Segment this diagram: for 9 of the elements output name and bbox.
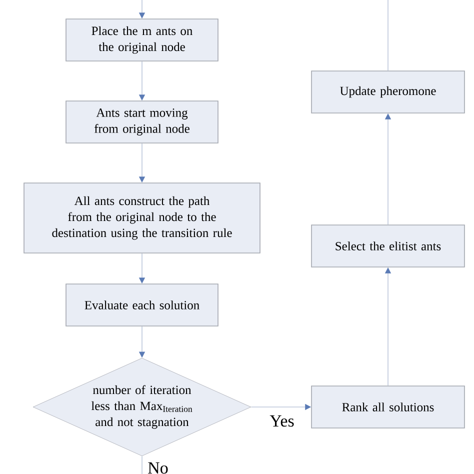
process-box: Place the m ants on the original node <box>66 18 218 62</box>
edge-label: Yes <box>268 414 296 428</box>
edge-label: No <box>146 461 170 474</box>
process-box: Rank all solutions <box>311 386 465 428</box>
process-box: Ants start moving from original node <box>66 100 218 144</box>
process-box: Select the elitist ants <box>311 224 465 268</box>
process-box: Update pheromone <box>311 70 465 114</box>
process-box: Evaluate each solution <box>66 284 218 326</box>
process-box: All ants construct the path from the original node to the destination using the transition rule <box>24 182 260 254</box>
